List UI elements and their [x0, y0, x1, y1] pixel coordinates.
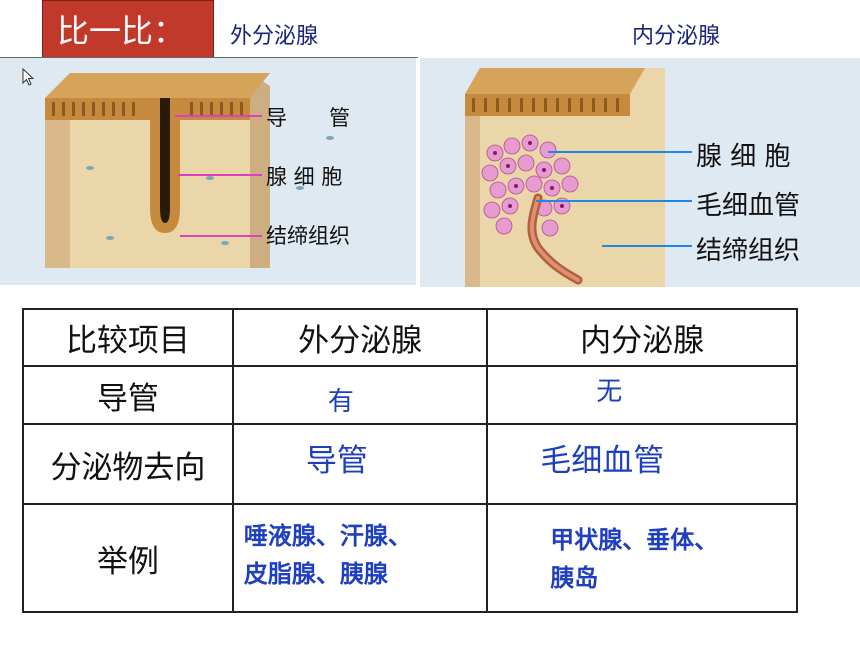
endocrine-header: 内分泌腺 [632, 24, 721, 49]
answer-line: 甲状腺、垂体、 [550, 526, 719, 554]
table-cell: 有 [231, 365, 489, 425]
table-cell: 甲状腺、垂体、 胰岛 [486, 503, 798, 613]
label-gland-cell: 腺 细 胞 [266, 165, 343, 189]
column-header: 外分泌腺 [231, 308, 489, 367]
answer-text: 有 [327, 387, 354, 417]
label-capillary: 毛细血管 [696, 191, 801, 221]
answer-line: 唾液腺、汗腺、 [243, 522, 412, 550]
answer-line: 胰岛 [550, 564, 599, 592]
table-cell: 毛细血管 [486, 423, 798, 505]
exocrine-diagram: 导 管 腺 细 胞 结缔组织 [0, 58, 416, 285]
answer-text: 唾液腺、汗腺、 皮脂腺、胰腺 [244, 517, 412, 593]
answer-text: 毛细血管 [540, 443, 665, 479]
column-header: 内分泌腺 [486, 308, 798, 367]
title-badge: 比一比： [42, 0, 214, 58]
comparison-table: 比较项目 外分泌腺 内分泌腺 导管 有 无 分泌物去向 导管 毛细血管 举例 唾… [22, 308, 798, 613]
row-label: 导管 [22, 365, 234, 425]
endocrine-diagram: 腺 细 胞 毛细血管 结缔组织 [420, 58, 860, 287]
table-cell: 导管 [231, 423, 489, 505]
answer-text: 无 [596, 377, 623, 407]
label-connective-tissue: 结缔组织 [266, 224, 350, 248]
answer-text: 甲状腺、垂体、 胰岛 [550, 521, 718, 597]
label-gland-cell: 腺 细 胞 [696, 142, 791, 172]
table-row: 分泌物去向 导管 毛细血管 [22, 423, 798, 505]
table-header-row: 比较项目 外分泌腺 内分泌腺 [22, 308, 798, 367]
column-header: 比较项目 [22, 308, 234, 367]
label-duct: 导 管 [266, 106, 350, 130]
mouse-pointer-icon [22, 68, 34, 86]
header-divider [0, 57, 418, 58]
table-row: 举例 唾液腺、汗腺、 皮脂腺、胰腺 甲状腺、垂体、 胰岛 [22, 503, 798, 613]
exocrine-illustration [45, 73, 334, 268]
answer-line: 皮脂腺、胰腺 [243, 560, 388, 588]
table-cell: 唾液腺、汗腺、 皮脂腺、胰腺 [231, 503, 489, 613]
table-row: 导管 有 无 [22, 365, 798, 425]
row-label: 分泌物去向 [22, 423, 234, 505]
table-cell: 无 [486, 365, 798, 425]
exocrine-header: 外分泌腺 [230, 24, 319, 49]
answer-text: 导管 [305, 443, 368, 479]
row-label: 举例 [22, 503, 234, 613]
endocrine-illustration [465, 68, 692, 287]
label-connective-tissue: 结缔组织 [696, 236, 801, 266]
